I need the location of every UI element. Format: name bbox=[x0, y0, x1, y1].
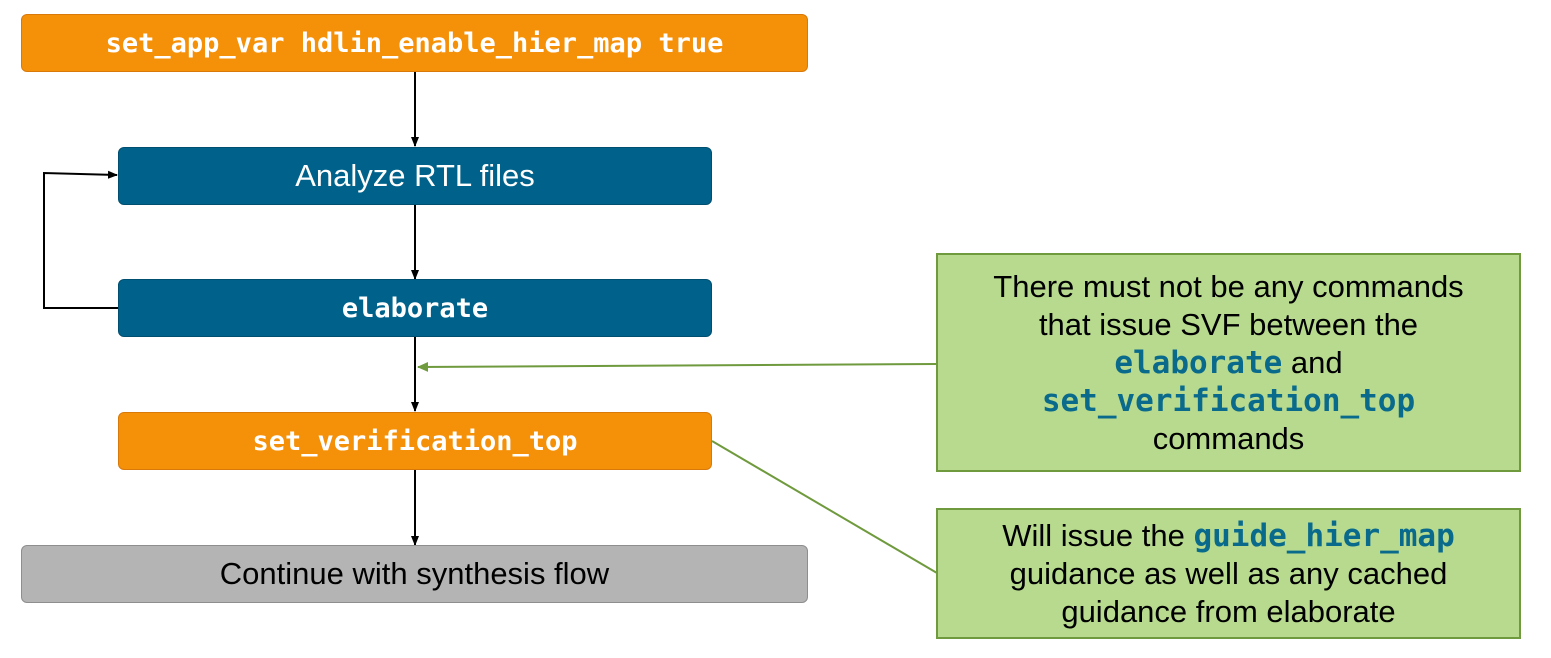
svf-note-code-elaborate: elaborate bbox=[1114, 344, 1283, 381]
svf-note-line-1: There must not be any commands bbox=[993, 268, 1464, 304]
svf-warning-note: There must not be any commands that issu… bbox=[936, 253, 1521, 472]
loop-back-arrow bbox=[43, 170, 118, 309]
analyze-rtl-label: Analyze RTL files bbox=[295, 158, 535, 193]
svf-note-line-3: elaborate and bbox=[1114, 344, 1342, 382]
analyze-rtl-step: Analyze RTL files bbox=[118, 147, 712, 205]
svf-note-line-2: that issue SVF between the bbox=[1038, 306, 1419, 342]
set-app-var-label: set_app_var hdlin_enable_hier_map true bbox=[105, 27, 724, 59]
svf-note-and: and bbox=[1282, 344, 1343, 380]
continue-synthesis-label: Continue with synthesis flow bbox=[219, 556, 610, 591]
set-verification-top-step: set_verification_top bbox=[118, 412, 712, 470]
set-app-var-step: set_app_var hdlin_enable_hier_map true bbox=[21, 14, 808, 72]
hier-map-note-prefix: Will issue the bbox=[1002, 517, 1194, 553]
hier-map-note-code: guide_hier_map bbox=[1193, 517, 1455, 554]
svf-note-pointer bbox=[417, 361, 938, 372]
elaborate-label: elaborate bbox=[341, 292, 489, 324]
svf-note-code-set-verification-top: set_verification_top bbox=[1041, 382, 1416, 419]
hier-map-note-line-2: guidance as well as any cached bbox=[1009, 555, 1448, 591]
set-verification-top-label: set_verification_top bbox=[252, 425, 578, 457]
hier-map-note-pointer bbox=[711, 440, 938, 574]
hier-map-note: Will issue the guide_hier_map guidance a… bbox=[936, 508, 1521, 639]
hier-map-note-line-1: Will issue the guide_hier_map bbox=[1002, 517, 1455, 555]
svf-note-line-5: commands bbox=[1152, 420, 1305, 456]
hier-map-note-line-3: guidance from elaborate bbox=[1061, 593, 1396, 629]
continue-synthesis-step: Continue with synthesis flow bbox=[21, 545, 808, 603]
elaborate-step: elaborate bbox=[118, 279, 712, 337]
